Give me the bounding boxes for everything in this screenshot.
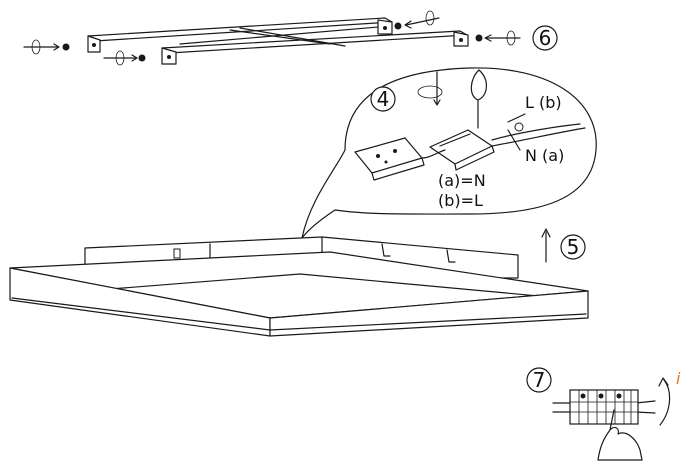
step-7-badge: 7 <box>526 367 552 393</box>
mounting-bracket <box>87 17 469 65</box>
neutral-legend: (a)=N <box>438 171 486 190</box>
step-4-badge: 4 <box>370 86 396 112</box>
screwdriver-icon <box>417 69 487 129</box>
wiring-callout <box>301 67 597 239</box>
ceiling-panel <box>9 236 589 337</box>
step-6-badge: 6 <box>532 25 558 51</box>
rotate-arrow-icon-7 <box>658 377 671 426</box>
step-5-badge: 5 <box>560 234 586 260</box>
screw-icon <box>62 22 483 62</box>
hand-icon <box>597 409 643 461</box>
live-label: L (b) <box>525 93 562 112</box>
svg-text:4: 4 <box>377 87 390 111</box>
svg-text:7: 7 <box>533 368 546 392</box>
terminal-strip <box>552 389 656 425</box>
neutral-label: N (a) <box>525 146 564 165</box>
live-legend: (b)=L <box>438 191 483 210</box>
up-arrow-icon <box>541 228 551 263</box>
info-icon: i <box>676 369 681 388</box>
svg-text:5: 5 <box>567 235 580 259</box>
rotate-arrow-icon <box>23 10 521 66</box>
svg-text:6: 6 <box>539 26 552 50</box>
